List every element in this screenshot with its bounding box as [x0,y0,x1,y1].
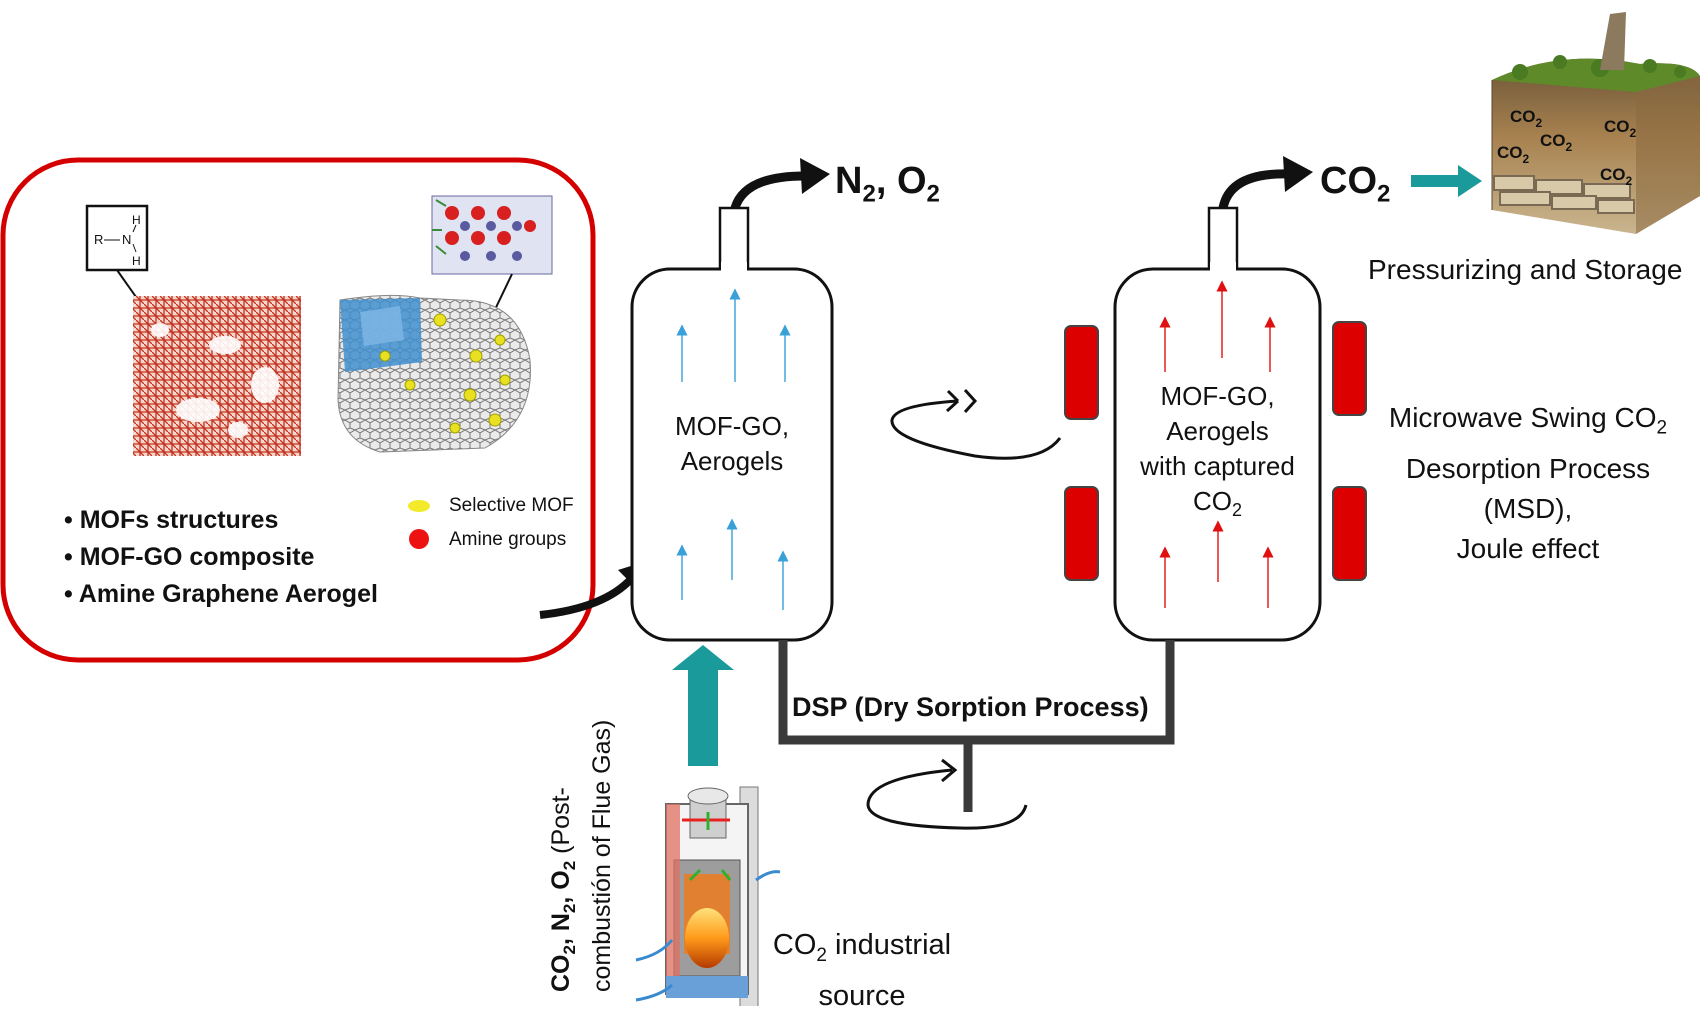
amine-structure-icon: R N H H [85,204,149,272]
amine-n-label: N [122,232,131,247]
flue-gas-feed-part: (Post- [547,787,575,861]
soil-co2-tags: CO2 CO2 CO2 CO2 CO2 [1497,107,1637,188]
bullet-mof-go-composite: • MOF-GO composite [64,543,315,571]
aerogel-pores [151,323,279,438]
svg-text:CO2: CO2 [1604,117,1637,140]
flue-gas-feed-line1: CO2, N2, O2 (Post- [545,692,586,992]
microwave-heater-right-top [1332,321,1367,416]
panel-to-adsorber-arrow [539,575,635,619]
microwave-heater-right-bottom [1332,486,1367,581]
adsorber-outlet-arrow [730,171,809,210]
legend-selective-mof-label: Selective MOF [449,495,574,516]
adsorber-outlet-label: N2, O2 [835,160,940,208]
bullet-amine-graphene-aerogel: • Amine Graphene Aerogel [64,580,378,608]
dsp-label: DSP (Dry Sorption Process) [792,692,1149,722]
flue-gas-feed-part: 2 [560,945,579,955]
legend-selective-mof-marker [408,500,430,512]
desorber-outlet-arrow [1218,169,1291,210]
adsorber-flow-arrows [676,288,791,610]
flue-gas-feed-part: N [547,913,575,932]
soil-storage-block-image [1491,12,1700,235]
feed-arrow-shaft [688,668,718,766]
amine-h-bottom-label: H [132,254,141,268]
industrial-source-label: CO2 industrial source [772,929,952,1012]
amine-h-top-label: H [132,213,141,227]
desorber-label: MOF-GO, Aerogels with captured CO2 [1140,381,1295,521]
flue-gas-feed-part: CO [547,954,575,993]
legend-amine-groups-marker [409,529,429,549]
bullet-mofs-structures: • MOFs structures [64,506,279,534]
flue-gas-feed-part: O [547,870,575,890]
flue-gas-feed-line2: combustión of Flue Gas) [588,719,616,992]
swing-cycle-arrow-bottom [866,768,1028,830]
dsp-piping [778,640,1175,812]
storage-arrow-head [1458,165,1482,197]
msd-label: Microwave Swing CO2 Desorption Process (… [1388,402,1668,564]
materials-panel-frame [0,157,596,663]
legend-amine-groups-label: Amine groups [449,529,567,550]
svg-text:CO2: CO2 [1497,143,1530,166]
flue-gas-feed-part: , [547,889,575,904]
desorber-outlet-label: CO2 [1320,160,1391,208]
flue-gas-feed-part: 2 [560,860,579,871]
microwave-heater-left-top [1064,325,1099,420]
amine-r-label: R [94,232,103,247]
storage-label: Pressurizing and Storage [1368,254,1683,285]
mof-crystal-image [431,195,553,275]
swing-cycle-arrow-top [890,399,1062,460]
flue-gas-feed-part: 2 [560,903,579,914]
feed-arrow-head [672,645,734,670]
adsorber-label: MOF-GO, Aerogels [674,411,790,476]
industrial-furnace-image [635,786,781,1006]
microwave-heater-left-bottom [1064,486,1099,581]
svg-text:CO2: CO2 [1510,107,1543,130]
svg-text:CO2: CO2 [1600,165,1633,188]
flue-gas-feed-label: CO2, N2, O2 (Post- combustión of Flue Ga… [545,692,618,992]
desorber-flow-arrows [1159,280,1276,608]
mof-go-composite-image [337,294,531,453]
svg-text:CO2: CO2 [1540,131,1573,154]
storage-arrow-shaft [1411,175,1461,187]
flue-gas-feed-part: , [547,931,575,946]
